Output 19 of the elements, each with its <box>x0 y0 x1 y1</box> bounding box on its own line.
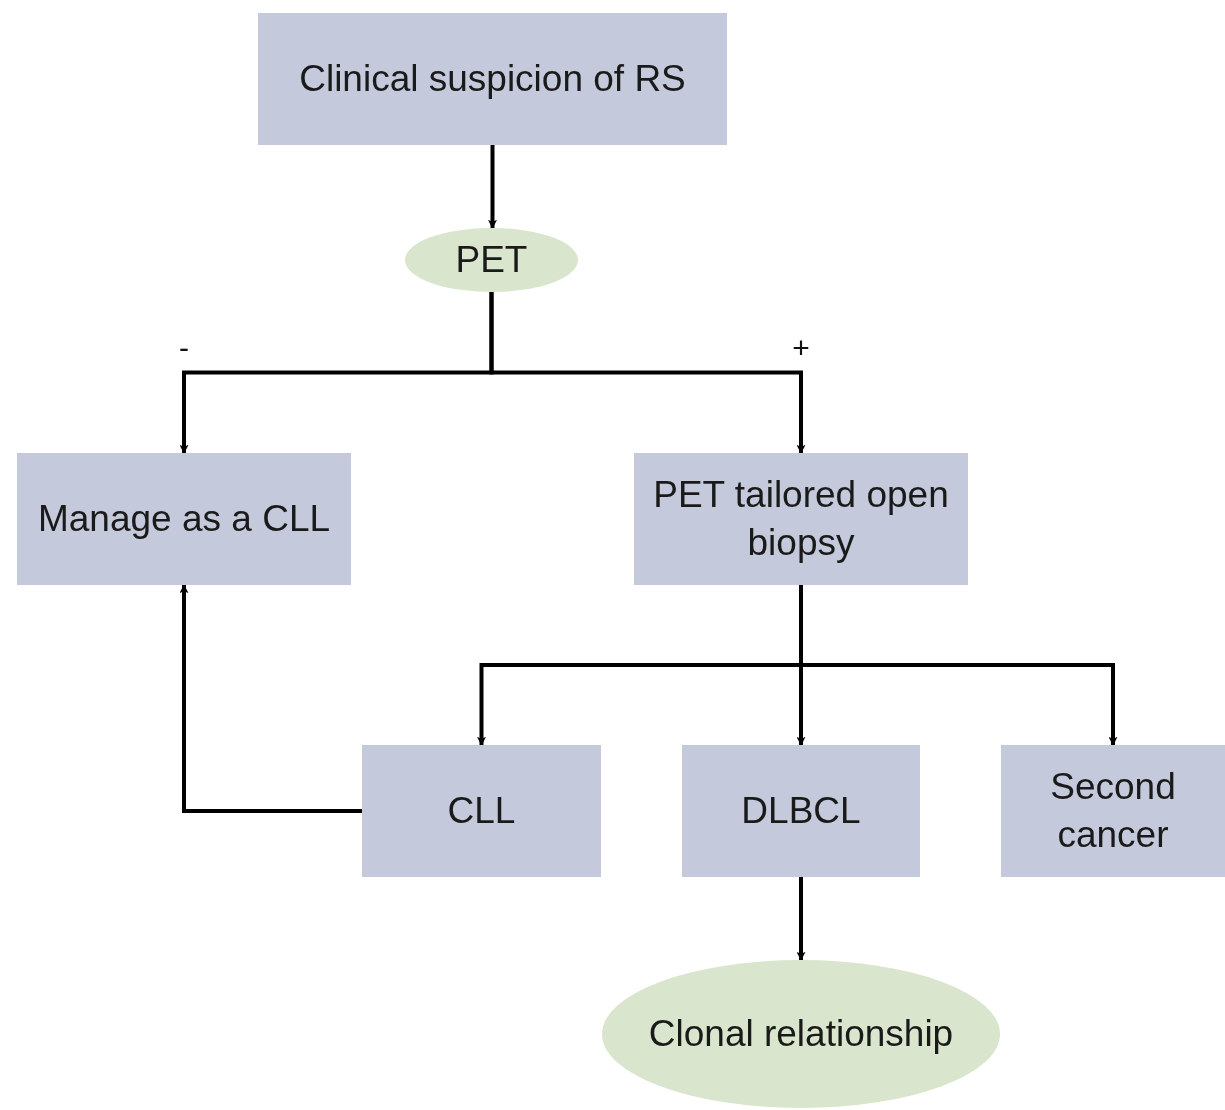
arrow <box>796 877 806 961</box>
process-box <box>682 745 920 877</box>
process-box <box>362 745 601 877</box>
node-text: Clonal relationship <box>648 1011 954 1056</box>
process-box <box>1001 745 1225 877</box>
node-text: Second cancer <box>1049 764 1177 857</box>
node-text: CLL <box>447 788 516 833</box>
process-box <box>17 453 351 585</box>
arrow <box>488 145 497 229</box>
arrow <box>489 292 806 454</box>
process-box <box>258 13 727 145</box>
node-text: DLBCL <box>741 788 861 833</box>
node-text: PET tailored open biopsy <box>652 472 950 565</box>
node-text: Clinical suspicion of RS <box>299 56 686 101</box>
process-box <box>634 453 968 585</box>
arrow <box>179 584 362 813</box>
node-text: Manage as a CLL <box>37 496 331 541</box>
node-text: PET <box>455 237 528 282</box>
arrow <box>799 585 1118 746</box>
